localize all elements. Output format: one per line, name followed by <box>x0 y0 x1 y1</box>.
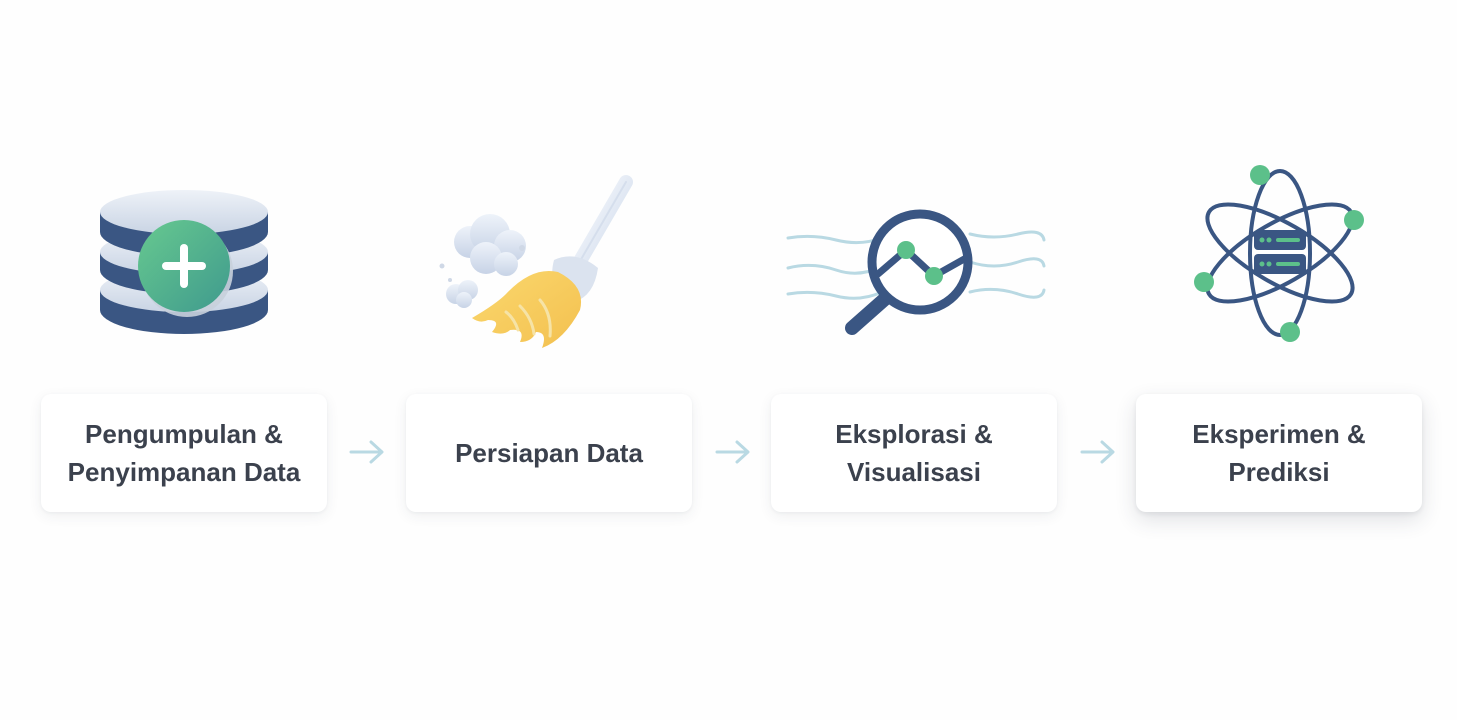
arrow-right-icon <box>1080 440 1115 464</box>
step-label-collection: Pengumpulan & Penyimpanan Data <box>68 415 301 491</box>
step-label-line1: Persiapan Data <box>455 438 643 468</box>
magnifier-chart-icon <box>786 209 1046 335</box>
step-label-preparation: Persiapan Data <box>455 434 643 472</box>
arrow-right-icon <box>349 440 384 464</box>
step-label-exploration: Eksplorasi & Visualisasi <box>835 415 993 491</box>
step-card-collection: Pengumpulan & Penyimpanan Data <box>41 394 327 512</box>
arrow-right-icon <box>715 440 750 464</box>
database-plus-icon <box>100 190 268 334</box>
step-label-line2: Penyimpanan Data <box>67 457 301 487</box>
step-label-line2: Visualisasi <box>847 457 981 487</box>
broom-icon <box>439 175 633 348</box>
step-label-experiment: Eksperimen & Prediksi <box>1192 415 1365 491</box>
step-label-line2: Prediksi <box>1228 457 1330 487</box>
step-label-line1: Eksperimen & <box>1192 419 1366 449</box>
step-label-line1: Pengumpulan & <box>85 419 283 449</box>
step-card-preparation: Persiapan Data <box>406 394 692 512</box>
step-card-experiment: Eksperimen & Prediksi <box>1136 394 1422 512</box>
atom-server-icon <box>1194 165 1364 342</box>
step-card-exploration: Eksplorasi & Visualisasi <box>771 394 1057 512</box>
step-label-line1: Eksplorasi & <box>835 419 993 449</box>
